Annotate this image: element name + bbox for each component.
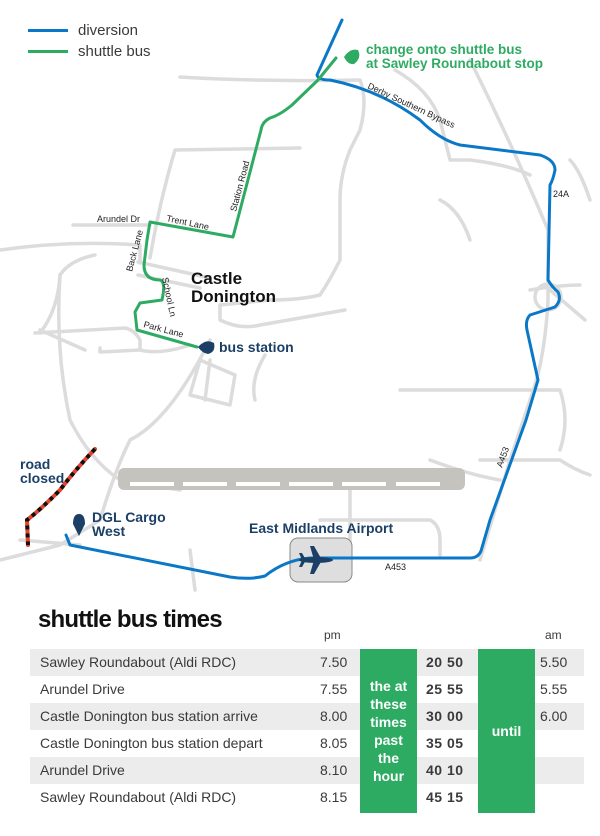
runway <box>118 468 465 490</box>
town-label: Castle Donington <box>191 270 276 306</box>
dgl-cargo-label: DGL Cargo West <box>92 510 166 538</box>
pm-time: 8.05 <box>320 735 348 751</box>
dgl-line1: DGL Cargo <box>92 509 166 525</box>
town-line1: Castle <box>191 269 243 288</box>
minutes-past: 25 55 <box>426 681 464 697</box>
minutes-past: 30 00 <box>426 708 464 724</box>
road-label-station-road: Station Road <box>228 160 251 213</box>
road-label-24a: 24A <box>553 189 569 199</box>
road-label-derby-bypass: Derby Southern Bypass <box>366 81 457 130</box>
route-map: Derby Southern Bypass 24A Station Road A… <box>0 18 592 592</box>
legend-item-shuttle: shuttle bus <box>28 41 151 62</box>
past-the-hour-block: the at these times past the hour <box>360 649 417 813</box>
pm-time: 8.10 <box>320 762 348 778</box>
stop-name: Sawley Roundabout (Aldi RDC) <box>40 789 237 805</box>
map-legend: diversion shuttle bus <box>28 20 151 62</box>
table-row: Arundel Drive 7.55 25 55 5.55 <box>30 676 584 703</box>
table-row: Castle Donington bus station depart 8.05… <box>30 730 584 757</box>
change-stop-label: change onto shuttle bus at Sawley Rounda… <box>366 43 543 71</box>
minutes-past: 40 10 <box>426 762 464 778</box>
town-line2: Donington <box>191 287 276 306</box>
sawley-stop-marker-icon <box>344 49 360 65</box>
stop-name: Castle Donington bus station arrive <box>40 708 258 724</box>
stop-name: Arundel Drive <box>40 681 125 697</box>
pm-time: 7.50 <box>320 654 348 670</box>
change-stop-line1: change onto shuttle bus <box>366 42 523 57</box>
am-time: 5.50 <box>540 654 568 670</box>
stop-name: Sawley Roundabout (Aldi RDC) <box>40 654 237 670</box>
until-text: until <box>491 723 522 739</box>
closed-road-dash <box>24 447 97 546</box>
road-closed-line1: road <box>20 456 51 472</box>
shuttle-route <box>133 56 338 349</box>
road-label-back-lane: Back Lane <box>124 229 145 273</box>
road-label-a453-horizontal: A453 <box>385 562 406 572</box>
diversion-route <box>64 18 561 580</box>
table-row: Sawley Roundabout (Aldi RDC) 8.15 45 15 <box>30 784 584 811</box>
road-closed-label: road closed <box>20 457 64 485</box>
minutes-past: 45 15 <box>426 789 464 805</box>
dgl-line2: West <box>92 523 126 539</box>
stop-name: Castle Donington bus station depart <box>40 735 263 751</box>
minutes-past: 20 50 <box>426 654 464 670</box>
change-stop-line2: at Sawley Roundabout stop <box>366 56 544 71</box>
past-the-hour-text: the at these times past the hour <box>369 678 408 784</box>
stop-name: Arundel Drive <box>40 762 125 778</box>
legend-item-diversion: diversion <box>28 20 151 41</box>
legend-label: shuttle bus <box>78 43 151 60</box>
am-time: 6.00 <box>540 708 568 724</box>
diversion-swatch <box>28 29 68 32</box>
airport-label: East Midlands Airport <box>249 520 394 536</box>
airplane-icon <box>299 546 333 574</box>
runway-markings <box>130 482 440 486</box>
shuttle-swatch <box>28 50 68 53</box>
map-canvas: Derby Southern Bypass 24A Station Road A… <box>0 18 592 592</box>
road-closed-line2: closed <box>20 470 65 486</box>
legend-label: diversion <box>78 22 139 39</box>
bus-station-marker-icon <box>198 341 215 354</box>
minutes-past: 35 05 <box>426 735 464 751</box>
until-block: until <box>478 649 535 813</box>
road-label-arundel-dr: Arundel Dr <box>97 214 140 224</box>
am-time: 5.55 <box>540 681 568 697</box>
pm-time: 7.55 <box>320 681 348 697</box>
bus-station-label: bus station <box>219 339 294 355</box>
pm-header: pm <box>324 628 341 642</box>
background-roads <box>0 58 592 592</box>
dgl-location-pin-icon <box>73 514 85 536</box>
timetable-title: shuttle bus times <box>38 606 223 633</box>
timetable: Sawley Roundabout (Aldi RDC) 7.50 20 50 … <box>30 649 584 813</box>
am-header: am <box>545 628 562 642</box>
pm-time: 8.15 <box>320 789 348 805</box>
pm-time: 8.00 <box>320 708 348 724</box>
